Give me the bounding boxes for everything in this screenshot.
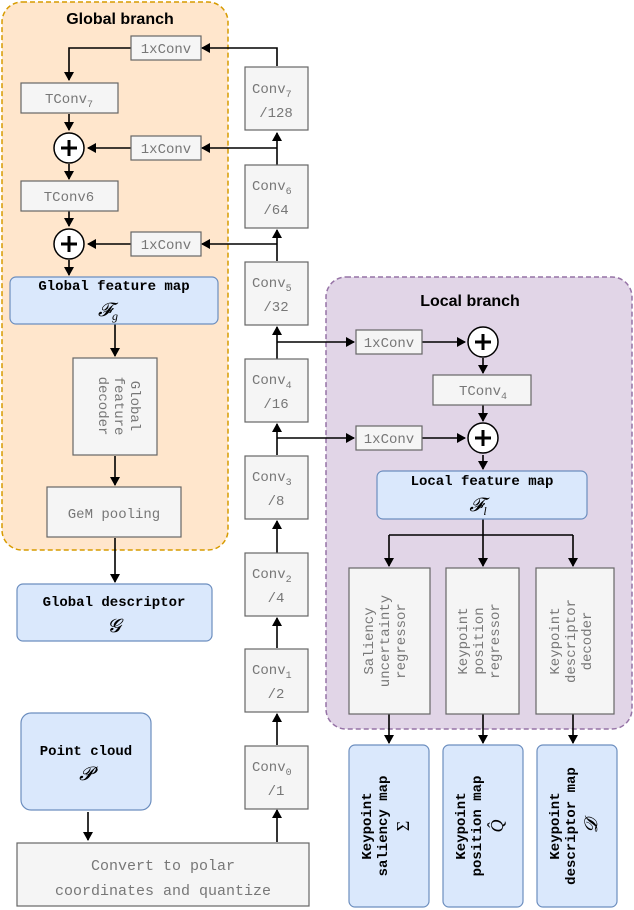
keypoint-saliency-map-box: Keypoint saliency map Σ (348, 744, 430, 908)
svg-text:Conv7: Conv7 (252, 82, 292, 101)
svg-text:1xConv: 1xConv (364, 336, 414, 352)
global-1xconv-low: 1xConv (130, 231, 202, 257)
svg-text:decoder: decoder (94, 377, 110, 436)
svg-text:𝓓: 𝓓 (581, 815, 601, 833)
svg-text:Point cloud: Point cloud (40, 744, 132, 760)
local-branch-title: Local branch (420, 293, 520, 310)
svg-text:Global: Global (126, 381, 142, 431)
global-branch-title: Global branch (66, 11, 174, 28)
svg-text:feature: feature (110, 377, 126, 436)
svg-text:Keypoint: Keypoint (360, 792, 376, 859)
svg-text:position: position (472, 607, 488, 674)
svg-text:position map: position map (470, 776, 486, 877)
svg-text:Conv5: Conv5 (252, 276, 292, 295)
svg-text:Conv0: Conv0 (252, 760, 292, 779)
svg-text:Keypoint: Keypoint (456, 607, 472, 674)
svg-text:Conv4: Conv4 (252, 373, 292, 392)
global-1xconv-mid: 1xConv (130, 135, 202, 161)
svg-text:Keypoint: Keypoint (454, 792, 470, 859)
svg-text:Keypoint: Keypoint (548, 607, 564, 674)
svg-text:/2: /2 (268, 687, 285, 703)
saliency-uncertainty-regressor-box: Saliency uncertainty regressor (348, 567, 431, 715)
svg-text:Σ: Σ (393, 821, 413, 831)
svg-text:coordinates and quantize: coordinates and quantize (55, 883, 271, 900)
svg-text:1xConv: 1xConv (364, 432, 414, 448)
svg-text:TConv6: TConv6 (44, 190, 94, 206)
svg-text:Local feature map: Local feature map (411, 474, 554, 490)
global-tconv6-box: TConv6 (20, 180, 119, 212)
svg-text:1xConv: 1xConv (141, 142, 191, 158)
conv7-box: Conv7 /128 (244, 66, 309, 131)
svg-text:/1: /1 (268, 784, 285, 800)
local-sum-node-1 (467, 326, 499, 358)
svg-text:Global feature map: Global feature map (38, 279, 189, 295)
local-tconv4-box: TConv4 (432, 374, 532, 406)
conv5-box: Conv5 /32 (244, 261, 309, 326)
gem-pooling-box: GeM pooling (46, 486, 182, 538)
svg-text:Conv6: Conv6 (252, 179, 292, 198)
local-1xconv-top: 1xConv (355, 329, 423, 355)
local-sum-node-2 (467, 422, 499, 454)
local-feature-map-box: Local feature map 𝓕l (376, 470, 588, 520)
keypoint-position-regressor-box: Keypoint position regressor (445, 567, 520, 715)
global-descriptor-box: Global descriptor 𝓖 (16, 583, 213, 642)
svg-text:regressor: regressor (394, 603, 410, 679)
global-branch-edges (64, 47, 131, 583)
point-cloud-box: Point cloud 𝓟 (20, 712, 152, 811)
global-sum-node-2 (53, 228, 85, 260)
svg-text:GeM pooling: GeM pooling (68, 507, 160, 523)
conv6-box: Conv6 /64 (244, 164, 309, 229)
svg-text:TConv7: TConv7 (45, 92, 93, 111)
conv3-box: Conv3 /8 (244, 455, 309, 520)
svg-text:𝓖: 𝓖 (107, 616, 124, 637)
svg-text:descriptor map: descriptor map (564, 767, 580, 885)
svg-text:regressor: regressor (488, 603, 504, 679)
keypoint-descriptor-decoder-box: Keypoint descriptor decoder (535, 567, 615, 715)
local-branch-edges (384, 337, 578, 744)
svg-text:1xConv: 1xConv (141, 238, 191, 254)
svg-text:Conv3: Conv3 (252, 470, 292, 489)
svg-text:saliency map: saliency map (376, 776, 392, 877)
conv0-box: Conv0 /1 (244, 745, 309, 810)
svg-text:Global descriptor: Global descriptor (43, 595, 186, 611)
svg-text:Q̂: Q̂ (487, 820, 507, 833)
svg-text:/8: /8 (268, 494, 285, 510)
conv1-box: Conv1 /2 (244, 648, 309, 713)
global-tconv7-box: TConv7 (20, 82, 119, 114)
svg-text:Conv1: Conv1 (252, 663, 292, 682)
svg-text:/16: /16 (263, 397, 288, 413)
global-1xconv-top: 1xConv (130, 35, 202, 61)
conv4-box: Conv4 /16 (244, 358, 309, 423)
global-feature-decoder-box: Global feature decoder (72, 357, 158, 456)
svg-text:Keypoint: Keypoint (548, 792, 564, 859)
svg-text:uncertainty: uncertainty (378, 595, 394, 687)
convert-polar-box: Convert to polar coordinates and quantiz… (16, 842, 310, 907)
svg-text:TConv4: TConv4 (459, 384, 507, 403)
conv2-box: Conv2 /4 (244, 552, 309, 617)
global-sum-node-1 (53, 132, 85, 164)
keypoint-position-map-box: Keypoint position map Q̂ (442, 744, 524, 908)
svg-text:Conv2: Conv2 (252, 567, 292, 586)
svg-text:/128: /128 (259, 106, 293, 122)
svg-text:/32: /32 (263, 300, 288, 316)
svg-text:Convert to polar: Convert to polar (91, 858, 235, 875)
svg-text:decoder: decoder (580, 612, 596, 671)
svg-text:descriptor: descriptor (564, 599, 580, 683)
local-1xconv-low: 1xConv (355, 425, 423, 451)
global-feature-map-box: Global feature map 𝓕g (9, 276, 219, 325)
svg-text:/4: /4 (268, 591, 285, 607)
svg-text:Saliency: Saliency (362, 607, 378, 674)
svg-text:/64: /64 (263, 203, 288, 219)
backbone-edges (83, 43, 355, 842)
keypoint-descriptor-map-box: Keypoint descriptor map 𝓓 (536, 744, 618, 908)
svg-text:1xConv: 1xConv (141, 42, 191, 58)
